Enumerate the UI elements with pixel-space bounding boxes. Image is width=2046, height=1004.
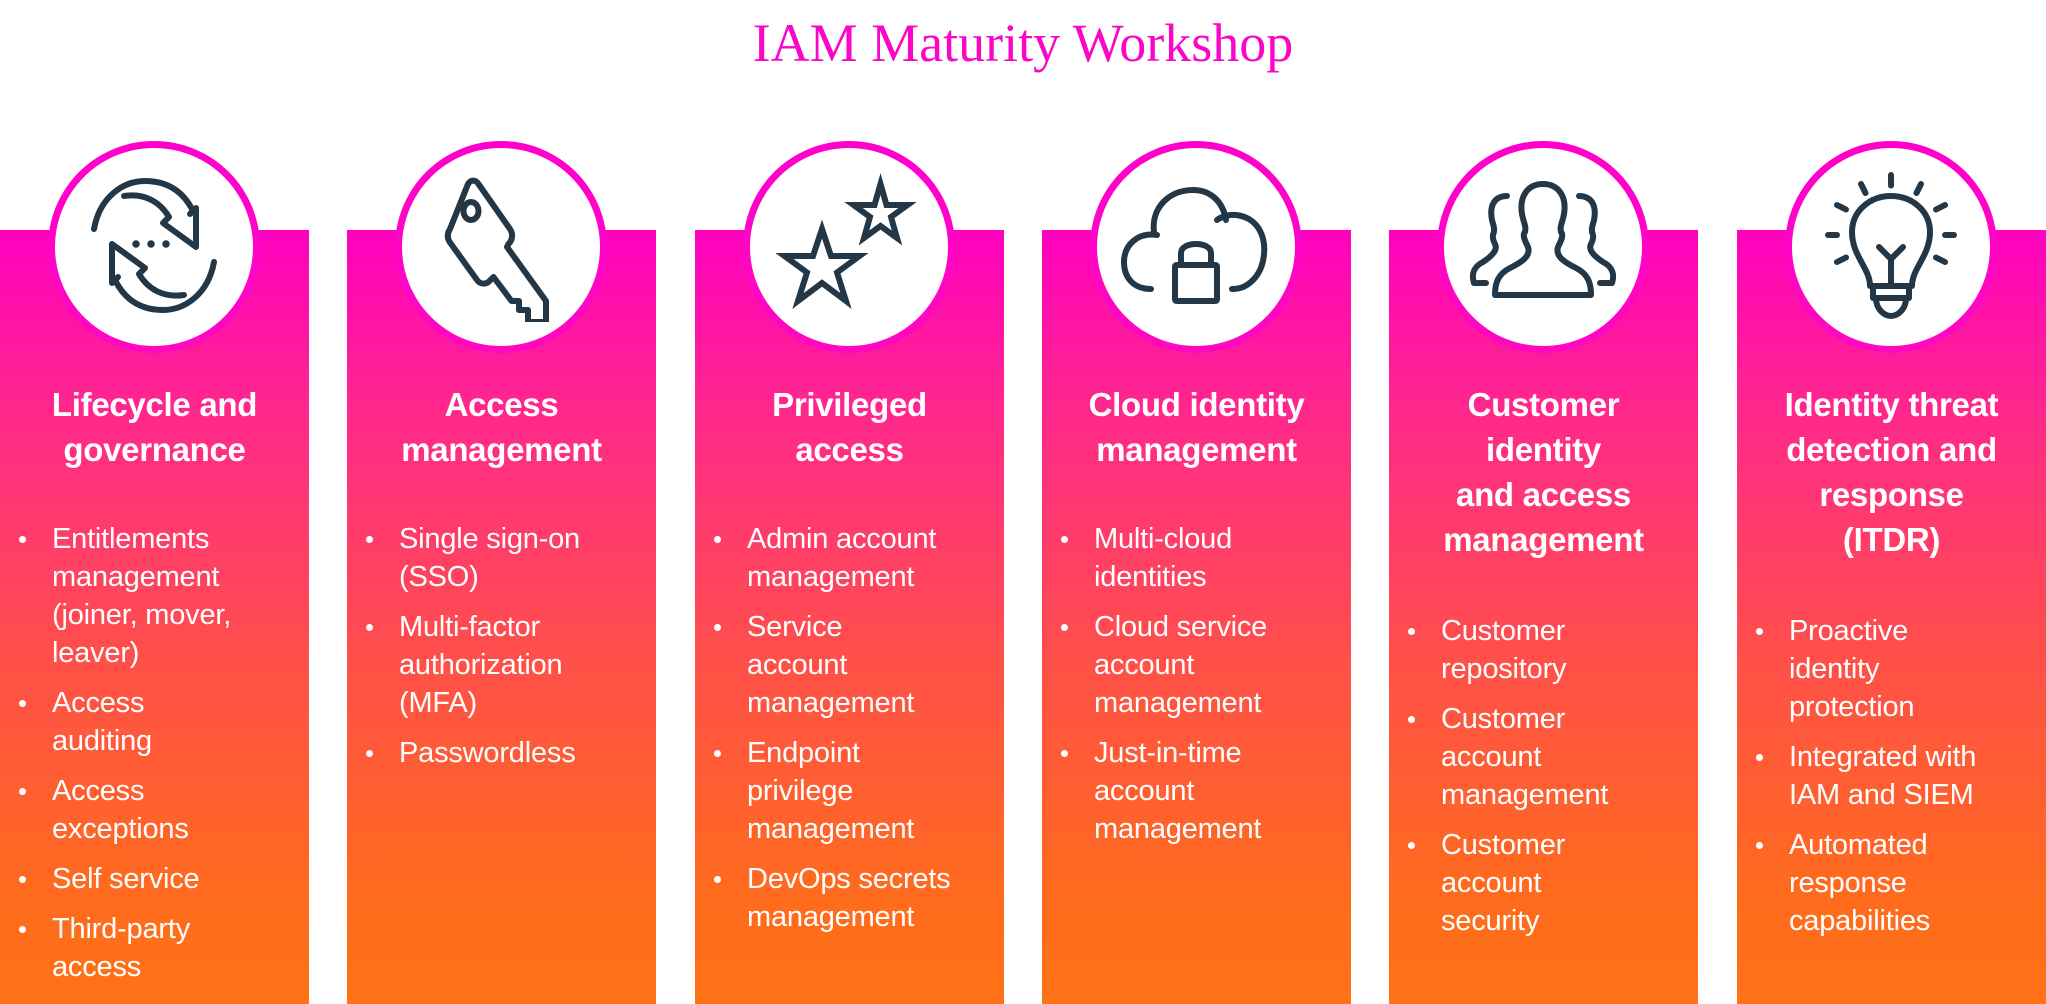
bullet-dot-icon	[19, 700, 26, 707]
bullet-dot-icon	[1408, 842, 1415, 849]
column-itdr: Identity threat detection and response (…	[1737, 141, 2046, 1004]
list-item: Service account management	[695, 608, 1004, 722]
bullet-dot-icon	[1061, 750, 1068, 757]
list-item: Multi-factor authorization (MFA)	[347, 608, 656, 722]
list-item: Endpoint privilege management	[695, 734, 1004, 848]
list-item: Just-in-time account management	[1042, 734, 1351, 848]
key-icon	[444, 177, 549, 322]
column-heading: Cloud identity management	[1088, 386, 1305, 468]
bullet-list: Single sign-on (SSO) Multi-factor author…	[347, 520, 656, 784]
list-item: Automated response capabilities	[1737, 826, 2046, 940]
bullet-dot-icon	[714, 624, 721, 631]
column-heading: Customer identity and access management	[1443, 386, 1644, 558]
bullet-list: Customer repository Customer account man…	[1389, 612, 1698, 952]
column-customer-iam: Customer identity and access management …	[1389, 141, 1698, 1004]
list-item: Single sign-on (SSO)	[347, 520, 656, 596]
stars-icon	[775, 173, 917, 310]
bullet-dot-icon	[714, 876, 721, 883]
bullet-dot-icon	[714, 750, 721, 757]
bullet-dot-icon	[1756, 754, 1763, 761]
refresh-cycle-icon	[91, 178, 217, 313]
bullet-dot-icon	[1061, 536, 1068, 543]
list-item: DevOps secrets management	[695, 860, 1004, 936]
bullet-dot-icon	[1756, 842, 1763, 849]
list-item: Self service	[0, 860, 309, 898]
bullet-list: Multi-cloud identities Cloud service acc…	[1042, 520, 1351, 860]
list-item: Entitlements management (joiner, mover, …	[0, 520, 309, 672]
list-item: Multi-cloud identities	[1042, 520, 1351, 596]
icon-badge	[1785, 141, 1997, 353]
bullet-dot-icon	[1756, 628, 1763, 635]
bullet-dot-icon	[1061, 624, 1068, 631]
icon-badge	[743, 141, 955, 353]
page-title: IAM Maturity Workshop	[752, 13, 1294, 73]
icon-badge	[395, 141, 607, 353]
column-cloud-identity-management: Cloud identity management Multi-cloud id…	[1042, 141, 1351, 1004]
bullet-dot-icon	[366, 536, 373, 543]
bullet-dot-icon	[19, 926, 26, 933]
bullet-list: Proactive identity protection Integrated…	[1737, 612, 2046, 952]
list-item: Integrated with IAM and SIEM	[1737, 738, 2046, 814]
column-heading: Access management	[401, 386, 602, 468]
list-item: Cloud service account management	[1042, 608, 1351, 722]
list-item: Customer account security	[1389, 826, 1698, 940]
bullet-dot-icon	[1408, 628, 1415, 635]
users-group-icon	[1469, 181, 1617, 298]
bullet-dot-icon	[19, 876, 26, 883]
lightbulb-icon	[1825, 172, 1957, 319]
icon-badge	[48, 141, 260, 353]
list-item: Third-party access	[0, 910, 309, 986]
list-item: Customer repository	[1389, 612, 1698, 688]
bullet-dot-icon	[366, 750, 373, 757]
column-privileged-access: Privileged access Admin account manageme…	[695, 141, 1004, 1004]
column-heading: Identity threat detection and response (…	[1784, 386, 1999, 558]
bullet-dot-icon	[19, 536, 26, 543]
cloud-lock-icon	[1121, 187, 1268, 304]
column-heading: Privileged access	[772, 386, 927, 468]
column-heading: Lifecycle and governance	[51, 386, 258, 468]
bullet-dot-icon	[366, 624, 373, 631]
bullet-dot-icon	[19, 788, 26, 795]
icon-badge	[1437, 141, 1649, 353]
icon-badge	[1090, 141, 1302, 353]
column-lifecycle-governance: Lifecycle and governance Entitlements ma…	[0, 141, 309, 1004]
list-item: Proactive identity protection	[1737, 612, 2046, 726]
list-item: Customer account management	[1389, 700, 1698, 814]
bullet-list: Admin account management Service account…	[695, 520, 1004, 948]
bullet-dot-icon	[714, 536, 721, 543]
bullet-dot-icon	[1408, 716, 1415, 723]
bullet-list: Entitlements management (joiner, mover, …	[0, 520, 309, 998]
list-item: Passwordless	[347, 734, 656, 772]
list-item: Access auditing	[0, 684, 309, 760]
column-access-management: Access management Single sign-on (SSO) M…	[347, 141, 656, 1004]
list-item: Admin account management	[695, 520, 1004, 596]
list-item: Access exceptions	[0, 772, 309, 848]
